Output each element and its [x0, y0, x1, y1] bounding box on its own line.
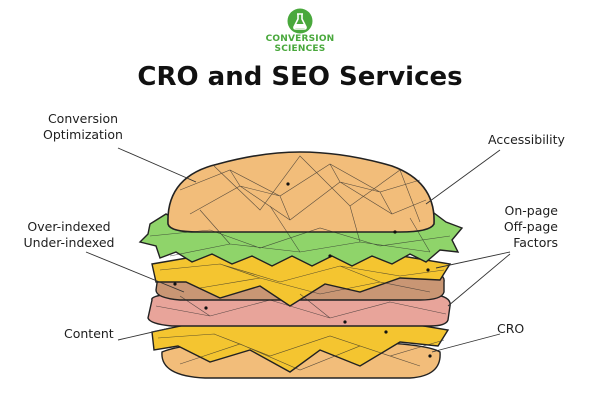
- label-line: Factors: [513, 235, 558, 250]
- callout-line-offpage: [447, 253, 511, 307]
- callout-line-accessibility: [425, 149, 501, 205]
- wireframe-mesh: [149, 155, 451, 371]
- label-indexing: Over-indexed Under-indexed: [10, 219, 128, 251]
- label-accessibility: Accessibility: [488, 132, 565, 147]
- label-line: Over-indexed: [27, 219, 111, 234]
- callout-lines: [85, 147, 511, 353]
- flask-icon: [287, 8, 313, 34]
- label-line: Under-indexed: [23, 235, 115, 250]
- label-page-factors: On-page Off-page Factors: [470, 203, 558, 251]
- callout-line-onpage: [435, 251, 511, 269]
- label-conversion-optimization: Conversion Optimization: [18, 111, 148, 143]
- top-bun: [167, 151, 435, 233]
- label-line: Conversion: [47, 111, 119, 126]
- mesh-nodes: [173, 182, 432, 358]
- callout-line-indexed: [85, 251, 185, 293]
- label-line: Optimization: [43, 127, 123, 142]
- page-title: CRO and SEO Services: [137, 62, 463, 92]
- callout-line-conversion: [117, 147, 197, 183]
- conversion-sciences-logo: CONVERSION SCIENCES: [262, 8, 338, 54]
- label-line: On-page: [504, 203, 559, 218]
- label-content: Content: [64, 326, 114, 341]
- logo-text-line-1: CONVERSION: [265, 34, 335, 44]
- logo-text-line-2: SCIENCES: [274, 44, 326, 54]
- callout-line-cro: [431, 333, 501, 353]
- label-line: Off-page: [503, 219, 558, 234]
- label-cro: CRO: [497, 321, 525, 336]
- callout-line-content: [117, 327, 171, 341]
